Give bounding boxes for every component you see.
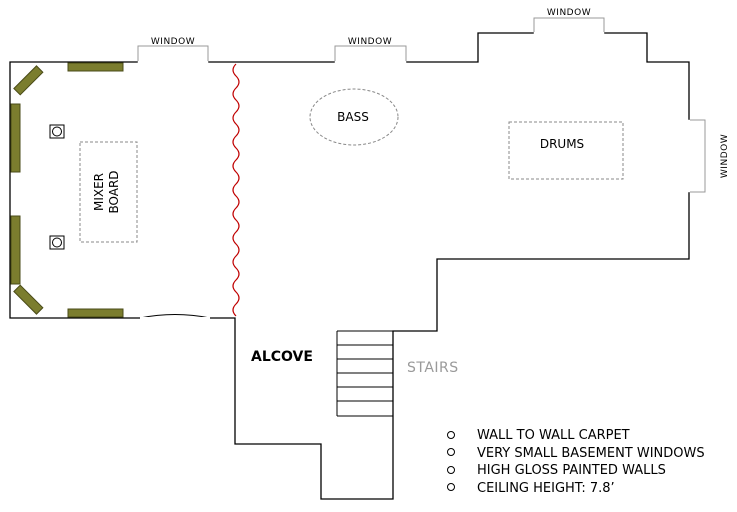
note-item: CEILING HEIGHT: 7.8’: [447, 480, 705, 498]
note-item: WALL TO WALL CARPET: [447, 427, 705, 445]
drums-label: DRUMS: [540, 137, 584, 151]
bullet-icon: [447, 430, 455, 439]
note-text: HIGH GLOSS PAINTED WALLS: [477, 463, 666, 478]
alcove-label: ALCOVE: [251, 349, 313, 365]
note-text: VERY SMALL BASEMENT WINDOWS: [477, 445, 705, 461]
window-label: WINDOW: [151, 37, 195, 47]
bullet-icon: [447, 465, 455, 474]
window-right: WINDOW: [688, 119, 730, 193]
speaker-top: [49, 124, 65, 139]
window-label: WINDOW: [348, 37, 392, 47]
acoustic-panel-left-lower: [10, 215, 21, 285]
mixer-board-label: MIXER BOARD: [92, 170, 121, 213]
acoustic-panel-corner-top: [13, 65, 44, 96]
curtain: [232, 63, 240, 317]
note-text: WALL TO WALL CARPET: [477, 428, 630, 443]
window-top-left: WINDOW: [137, 37, 209, 63]
window-label: WINDOW: [547, 8, 591, 18]
door-arc: [139, 314, 211, 319]
drums-outline: [508, 121, 624, 180]
mixer-label-line2: BOARD: [107, 170, 121, 213]
bullet-icon: [447, 483, 455, 491]
window-top-middle: WINDOW: [334, 37, 407, 63]
speaker-bottom: [49, 235, 65, 250]
bullet-icon: [447, 448, 455, 456]
note-text: CEILING HEIGHT: 7.8’: [477, 480, 615, 496]
bass-label: BASS: [337, 110, 369, 124]
notes-list: WALL TO WALL CARPET VERY SMALL BASEMENT …: [447, 427, 705, 497]
mixer-board-outline: [79, 141, 138, 243]
note-item: VERY SMALL BASEMENT WINDOWS: [447, 445, 705, 463]
stairs: [336, 330, 393, 417]
acoustic-panel-top: [67, 62, 124, 72]
stairs-label: STAIRS: [407, 360, 459, 376]
mixer-label-line1: MIXER: [92, 173, 106, 211]
bass-outline: [309, 88, 399, 146]
note-item: HIGH GLOSS PAINTED WALLS: [447, 462, 705, 480]
acoustic-panel-corner-bottom: [13, 284, 44, 315]
window-top-right: WINDOW: [533, 8, 605, 34]
acoustic-panel-left-upper: [10, 103, 21, 173]
acoustic-panel-bottom: [67, 308, 124, 318]
window-label: WINDOW: [720, 134, 730, 178]
